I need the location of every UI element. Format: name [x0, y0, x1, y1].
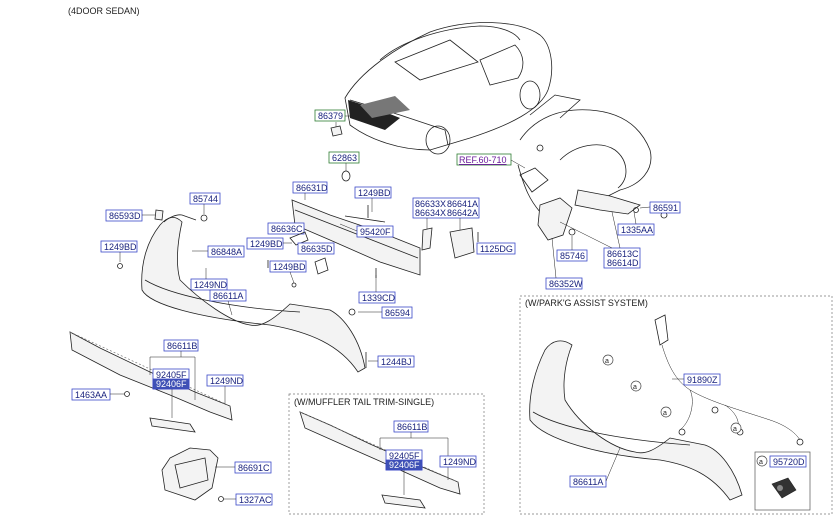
- part-label-86611B-b[interactable]: 86611B: [397, 422, 427, 432]
- part-label-92405F-b[interactable]: 92405F: [389, 451, 420, 461]
- part-label-1335AA[interactable]: 1335AA: [621, 225, 653, 235]
- part-label-1249BD-b[interactable]: 1249BD: [358, 188, 391, 198]
- under-cover: [161, 447, 219, 501]
- part-label-85746[interactable]: 85746: [560, 251, 585, 261]
- part-label-86352W[interactable]: 86352W: [549, 279, 583, 289]
- part-label-1249ND-a[interactable]: 1249ND: [194, 280, 228, 290]
- part-label-86611A-a[interactable]: 86611A: [213, 291, 243, 301]
- part-label-1125DG[interactable]: 1125DG: [480, 244, 513, 254]
- park-assist-section-title: (W/PARK'G ASSIST SYSTEM): [525, 298, 648, 308]
- part-label-86641A[interactable]: 86641A: [447, 199, 478, 209]
- part-label-1327AC[interactable]: 1327AC: [239, 495, 272, 505]
- label-box-ref: [456, 153, 512, 166]
- part-label-95420F[interactable]: 95420F: [360, 227, 391, 237]
- park-assist-section-frame: [519, 295, 833, 515]
- part-label-86614D[interactable]: 86614D: [607, 258, 639, 268]
- part-label-86635D[interactable]: 86635D: [301, 244, 333, 254]
- part-label-86613C[interactable]: 86613C: [607, 249, 639, 259]
- callout-a-1: a: [605, 358, 609, 365]
- part-label-92406F-b[interactable]: 92406F: [389, 460, 420, 470]
- part-label-95720D[interactable]: 95720D: [773, 457, 805, 467]
- lower-bumper-trim: [69, 331, 233, 421]
- part-label-86691C[interactable]: 86691C: [238, 463, 270, 473]
- label-box-86379: [314, 109, 346, 122]
- part-label-1249BD-d[interactable]: 1249BD: [273, 262, 306, 272]
- part-label-86591[interactable]: 86591: [653, 203, 678, 213]
- part-label-86593D[interactable]: 86593D: [109, 211, 141, 221]
- muffler-section-frame: [288, 393, 485, 515]
- part-label-92406F-a[interactable]: 92406F: [156, 379, 187, 389]
- part-label-62863[interactable]: 62863: [332, 153, 357, 163]
- part-label-1249ND-c[interactable]: 1249ND: [443, 457, 477, 467]
- part-label-85744[interactable]: 85744: [193, 194, 218, 204]
- inset-callout-a: a: [759, 459, 763, 466]
- part-label-1249BD-c[interactable]: 1249BD: [250, 239, 283, 249]
- label-box-62863: [328, 151, 360, 164]
- part-label-86594[interactable]: 86594: [385, 308, 410, 318]
- part-label-86634X[interactable]: 86634X: [415, 208, 446, 218]
- car-illustration: [344, 22, 553, 155]
- part-label-1463AA[interactable]: 1463AA: [75, 390, 107, 400]
- muffler-section-title: (W/MUFFLER TAIL TRIM-SINGLE): [294, 397, 434, 407]
- callout-a-3: a: [663, 410, 667, 417]
- callout-a-2: a: [633, 384, 637, 391]
- part-label-1249ND-b[interactable]: 1249ND: [210, 376, 244, 386]
- part-label-1249BD-a[interactable]: 1249BD: [104, 242, 137, 252]
- callout-a-4: a: [733, 426, 737, 433]
- quarter-panel-illustration: [517, 94, 652, 213]
- rear-bumper-beam: [291, 199, 421, 276]
- part-label-86642A[interactable]: 86642A: [447, 208, 478, 218]
- part-label-86611B-a[interactable]: 86611B: [167, 341, 197, 351]
- part-label-1339CD[interactable]: 1339CD: [362, 293, 396, 303]
- ref-link-60-710[interactable]: REF.60-710: [459, 155, 507, 165]
- part-label-86379[interactable]: 86379: [318, 111, 343, 121]
- part-label-86636C[interactable]: 86636C: [271, 224, 303, 234]
- part-label-86633X[interactable]: 86633X: [415, 199, 446, 209]
- rear-bumper-cover: [141, 217, 366, 373]
- part-label-86848A[interactable]: 86848A: [211, 247, 242, 257]
- diagram-title: (4DOOR SEDAN): [68, 6, 140, 16]
- part-label-86611A-b[interactable]: 86611A: [573, 477, 603, 487]
- part-label-1244BJ[interactable]: 1244BJ: [381, 357, 412, 367]
- part-label-91890Z[interactable]: 91890Z: [687, 375, 718, 385]
- part-label-86631D[interactable]: 86631D: [296, 183, 328, 193]
- part-label-92405F-a[interactable]: 92405F: [156, 370, 187, 380]
